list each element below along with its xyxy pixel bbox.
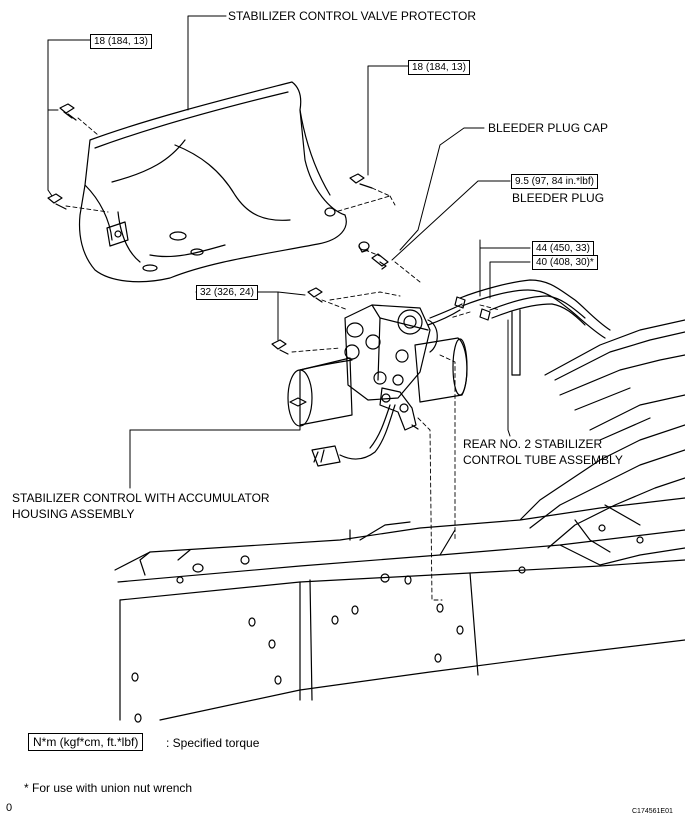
label-rear-tube-line2: CONTROL TUBE ASSEMBLY [463, 453, 623, 467]
label-accumulator-line1: STABILIZER CONTROL WITH ACCUMULATOR [12, 491, 270, 505]
torque-union-nut: 44 (450, 33) [532, 241, 594, 256]
torque-housing-bolts: 32 (326, 24) [196, 285, 258, 300]
torque-bleeder-plug: 9.5 (97, 84 in.*lbf) [511, 174, 598, 189]
legend-torque-unit: N*m (kgf*cm, ft.*lbf) [28, 733, 144, 751]
bleeder-plug [371, 253, 389, 270]
label-accumulator-line2: HOUSING ASSEMBLY [12, 507, 135, 521]
corner-mark: 0 [6, 802, 13, 814]
label-bleeder-plug: BLEEDER PLUG [512, 191, 605, 205]
rear-no2-stabilizer-control-tube [427, 279, 611, 376]
leader-lines [47, 15, 531, 489]
footnote: * For use with union nut wrench [24, 781, 193, 795]
protector-bolt-right [349, 173, 373, 189]
protector-bolt-upper-left [59, 103, 77, 121]
protector-bolt-lower-left [47, 193, 67, 210]
label-bleeder-plug-cap: BLEEDER PLUG CAP [488, 121, 609, 135]
bleeder-plug-cap [358, 241, 370, 253]
frame-ribs [544, 319, 685, 441]
housing-bolt-upper [307, 287, 323, 303]
figure-code: C174561E01 [632, 808, 673, 815]
stabilizer-control-accumulator-housing [287, 304, 468, 467]
label-protector: STABILIZER CONTROL VALVE PROTECTOR [228, 9, 477, 23]
label-rear-tube-line1: REAR NO. 2 STABILIZER [463, 437, 603, 451]
legend-torque-desc: : Specified torque [166, 736, 260, 750]
vehicle-frame [114, 424, 685, 723]
torque-protector-right: 18 (184, 13) [408, 60, 470, 75]
install-guides [65, 117, 501, 601]
housing-bolt-lower [271, 339, 289, 355]
torque-protector-left: 18 (184, 13) [90, 34, 152, 49]
stabilizer-control-valve-protector [78, 81, 347, 283]
torque-union-nut-wrench: 40 (408, 30)* [532, 255, 598, 270]
